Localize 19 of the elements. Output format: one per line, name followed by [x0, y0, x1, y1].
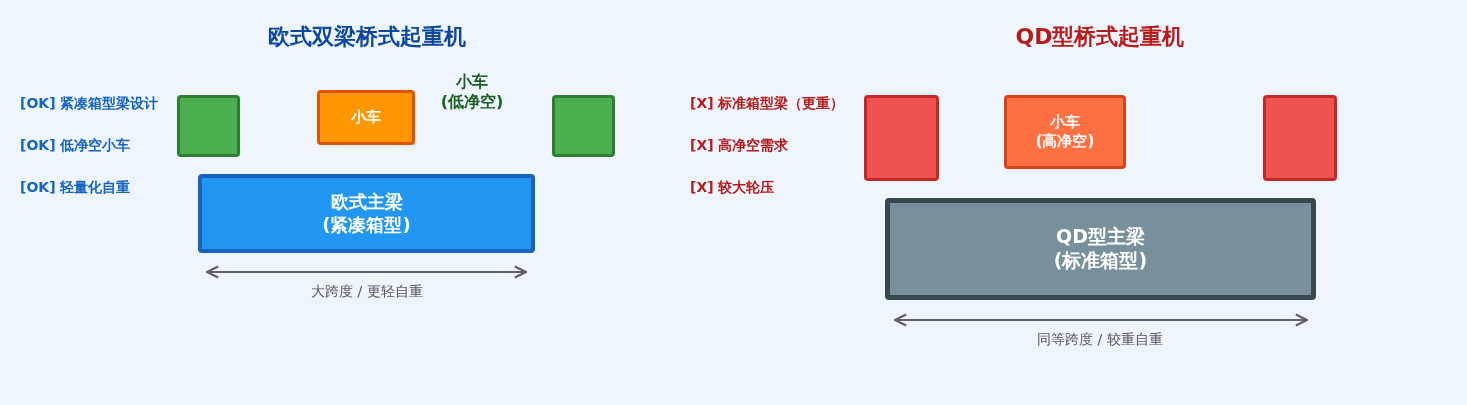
checklist-item: [OK] 低净空小车: [20, 137, 131, 155]
checklist-item: [OK] 轻量化自重: [20, 179, 131, 197]
component-label: 小车 (低净空): [439, 72, 505, 112]
end-carriage-block: [552, 95, 615, 157]
end-carriage-block: [1263, 95, 1337, 181]
dimension-label: 同等跨度 / 较重自重: [1037, 331, 1163, 349]
girder-box: 欧式主梁 (紧凑箱型): [198, 174, 535, 253]
panel-title: 欧式双梁桥式起重机: [268, 23, 466, 51]
end-carriage-block: [177, 95, 240, 157]
end-carriage-block: [864, 95, 939, 181]
checklist-item: [X] 高净空需求: [690, 137, 789, 155]
checklist-item: [X] 标准箱型梁（更重）: [690, 95, 845, 113]
trolley-box: 小车: [317, 90, 415, 145]
checklist-item: [OK] 紧凑箱型梁设计: [20, 95, 159, 113]
trolley-box: 小车 (高净空): [1004, 95, 1126, 169]
dimension-label: 大跨度 / 更轻自重: [311, 283, 423, 301]
checklist-item: [X] 较大轮压: [690, 179, 775, 197]
girder-box: QD型主梁 (标准箱型): [885, 198, 1316, 300]
panel-title: QD型桥式起重机: [1015, 23, 1185, 51]
